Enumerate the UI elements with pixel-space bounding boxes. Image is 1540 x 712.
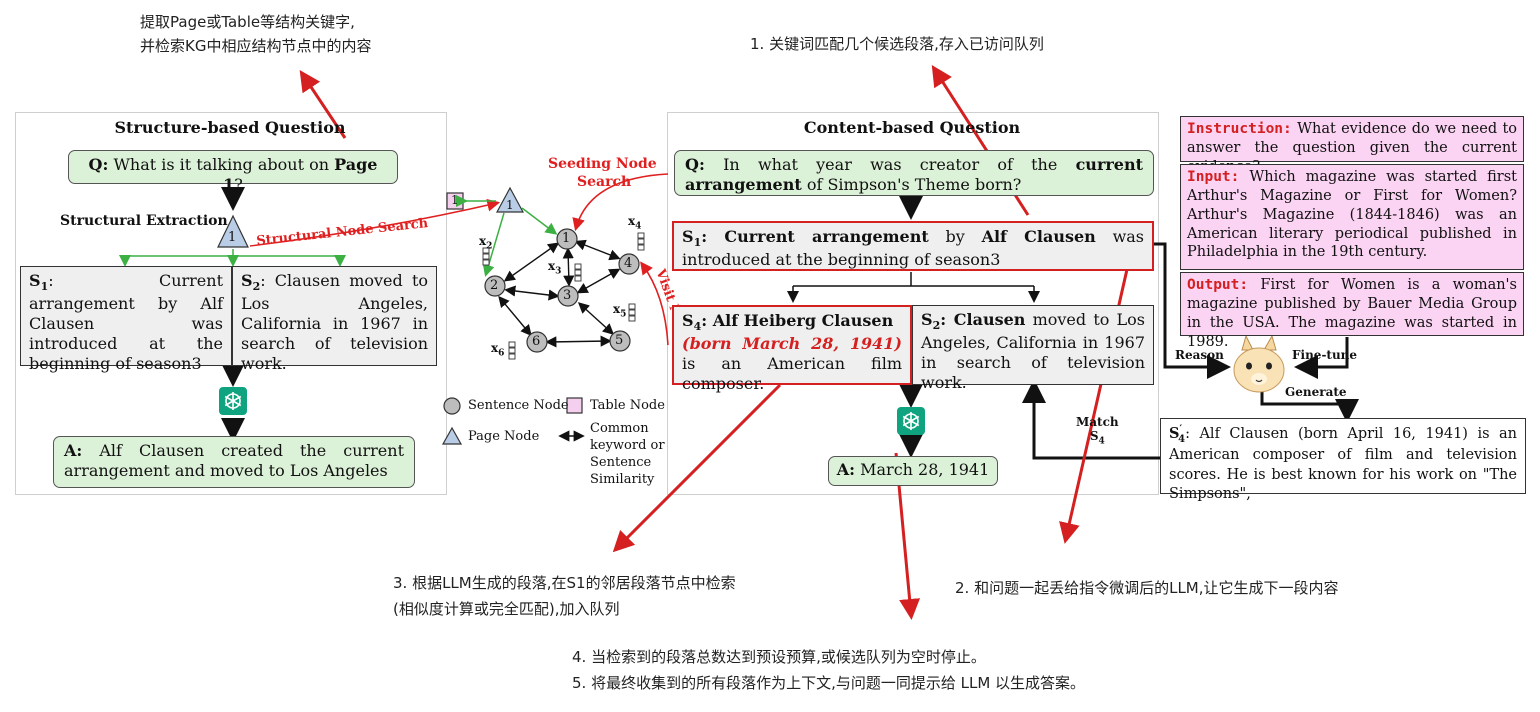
structure-question-bold: Page 1: [223, 155, 378, 194]
page-node-triangle-left: [217, 214, 249, 248]
embedding-label-x5: x5: [613, 302, 627, 320]
content-panel-title: Content-based Question: [803, 118, 1021, 137]
generate-label: Generate: [1285, 385, 1347, 399]
content-question-box: Q: In what year was creator of the curre…: [674, 150, 1154, 196]
finetune-label: Fine-tune: [1292, 348, 1358, 362]
output-keyword: Output:: [1187, 277, 1249, 293]
knowledge-graph: [446, 173, 669, 360]
left-flow-arrows: [119, 187, 346, 442]
node-label-3: 3: [563, 288, 572, 303]
content-sentence-s4: S4: Alf Heiberg Clausen(born March 28, 1…: [672, 305, 912, 393]
structure-question-text: What is it talking about on: [108, 155, 335, 174]
structural-extraction-label: Structural Extraction: [60, 213, 228, 229]
instruction-keyword: Instruction:: [1187, 121, 1292, 137]
content-question-text1: In what year was creator of the: [704, 155, 1076, 174]
legend-page-node: Page Node: [468, 429, 540, 444]
note-step-1: 1. 关键词匹配几个候选段落,存入已访问队列: [750, 35, 1044, 53]
right-flow-arrows: [787, 196, 1359, 460]
table-node-number: 1: [451, 193, 459, 207]
node-label-1: 1: [562, 231, 571, 246]
s2-label: S2: [241, 271, 261, 294]
input-text: Which magazine was started first Arthur'…: [1187, 169, 1517, 261]
seeding-search-label-1: Seeding Node: [548, 156, 657, 172]
output-box: Output: First for Women is a woman's mag…: [1180, 272, 1524, 350]
graph-node-3: [557, 285, 579, 307]
embedding-bars: [482, 232, 645, 360]
seeding-search-arrow: [572, 173, 669, 232]
generated-sentence-box: S′4: Alf Clausen (born April 16, 1941) i…: [1160, 418, 1526, 502]
structure-question-prefix: Q:: [88, 155, 109, 174]
output-text: First for Women is a woman's magazine pu…: [1187, 277, 1517, 350]
content-s4-birth: (born March 28, 1941): [682, 333, 902, 353]
legend-sentence-node: Sentence Node: [468, 398, 569, 413]
graph-page-node: [495, 186, 525, 213]
graph-node-1: [556, 228, 578, 250]
structure-sentence-s2: S2: Clausen moved to Los Angeles, Califo…: [232, 266, 437, 373]
content-answer-box: A: March 28, 1941: [828, 456, 998, 486]
input-box: Input: Which magazine was started first …: [1180, 164, 1524, 270]
visit-next-arrow: [640, 261, 669, 346]
graph-node-4: [618, 253, 640, 275]
structure-answer-prefix: A:: [64, 441, 83, 460]
structure-question-end: ?: [234, 175, 243, 194]
graph-page-node-number: 1: [506, 198, 514, 212]
structure-answer-text: Alf Clausen created the current arrangem…: [64, 441, 404, 480]
embedding-label-x2: x2: [479, 234, 493, 252]
content-s1-text2: was introduced at the beginning of seaso…: [682, 227, 1145, 269]
content-s1-bold2: Alf Clausen: [981, 227, 1096, 246]
s1-text: : Current arrangement by Alf Clausen was…: [29, 271, 223, 373]
llama-icon: [1233, 336, 1285, 393]
embedding-label-x4: x4: [628, 214, 642, 232]
graph-node-6: [526, 331, 548, 353]
content-question-bold: current arrangement: [685, 155, 1143, 194]
note-structure-keyword-2: 并检索KG中相应结构节点中的内容: [140, 37, 372, 55]
generated-sentence-text: : Alf Clausen (born April 16, 1941) is a…: [1169, 425, 1517, 503]
legend-table-node: Table Node: [590, 398, 665, 413]
content-s4-text: is an American film composer.: [682, 353, 902, 393]
content-answer-text: March 28, 1941: [855, 460, 990, 479]
reason-label: Reason: [1175, 348, 1224, 362]
content-s1-text1: by: [928, 227, 982, 246]
graph-node-5: [609, 330, 631, 352]
graph-node-2: [484, 275, 506, 297]
seeding-search-label-2: Search: [577, 174, 632, 190]
node-label-6: 6: [532, 334, 541, 349]
content-s2-label: S2: Clausen: [921, 310, 1026, 333]
content-question-prefix: Q:: [685, 155, 705, 174]
note-structure-keyword-1: 提取Page或Table等结构关键字,: [140, 13, 355, 31]
note-step-3-line1: 3. 根据LLM生成的段落,在S1的邻居段落节点中检索: [393, 574, 736, 592]
chatgpt-icon-right: [897, 407, 925, 435]
content-sentence-s2: S2: Clausen moved to Los Angeles, Califo…: [912, 305, 1154, 392]
page-node-number-left: 1: [228, 230, 237, 245]
note-step-4: 4. 当检索到的段落总数达到预设预算,或候选队列为空时停止。: [572, 648, 986, 666]
match-label: Match S4: [1076, 415, 1119, 447]
node-label-5: 5: [615, 333, 624, 348]
note-step-2: 2. 和问题一起丢给指令微调后的LLM,让它生成下一段内容: [955, 579, 1339, 597]
content-answer-prefix: A:: [836, 460, 856, 479]
chatgpt-icon-left: [219, 387, 247, 415]
input-keyword: Input:: [1187, 169, 1240, 185]
node-label-2: 2: [490, 278, 499, 293]
note-step-3-line2: (相似度计算或完全匹配),加入队列: [393, 600, 620, 618]
instruction-box: Instruction: What evidence do we need to…: [1180, 116, 1524, 175]
structure-sentence-s1: S1: Current arrangement by Alf Clausen w…: [20, 266, 232, 373]
structure-question-box: Q: What is it talking about on Page 1?: [68, 150, 398, 194]
embedding-label-x6: x6: [491, 341, 505, 359]
s1-label: S1: [29, 271, 49, 294]
legend-shapes: [441, 397, 585, 445]
content-s4-label: S4: Alf Heiberg Clausen: [682, 311, 894, 334]
note-step-5: 5. 将最终收集到的所有段落作为上下文,与问题一同提示给 LLM 以生成答案。: [572, 674, 1086, 692]
structure-answer-box: A: Alf Clausen created the current arran…: [53, 436, 415, 488]
structure-panel-title: Structure-based Question: [114, 118, 346, 137]
structural-search-arrow: [249, 198, 501, 247]
generated-sentence-label: S′4: [1169, 424, 1186, 445]
s2-text: : Clausen moved to Los Angeles, Californ…: [241, 271, 428, 373]
embedding-label-x3: x3: [548, 259, 562, 277]
content-sentence-s1: S1: Current arrangement by Alf Clausen w…: [672, 221, 1154, 271]
node-label-4: 4: [624, 256, 633, 271]
content-s1-label: S1: Current arrangement: [682, 227, 929, 250]
content-s2-text: moved to Los Angeles, California in 1967…: [921, 310, 1146, 392]
content-question-text2: of Simpson's Theme born?: [801, 175, 1022, 194]
legend-edge: Common keyword or Sentence Similarity: [590, 421, 665, 487]
